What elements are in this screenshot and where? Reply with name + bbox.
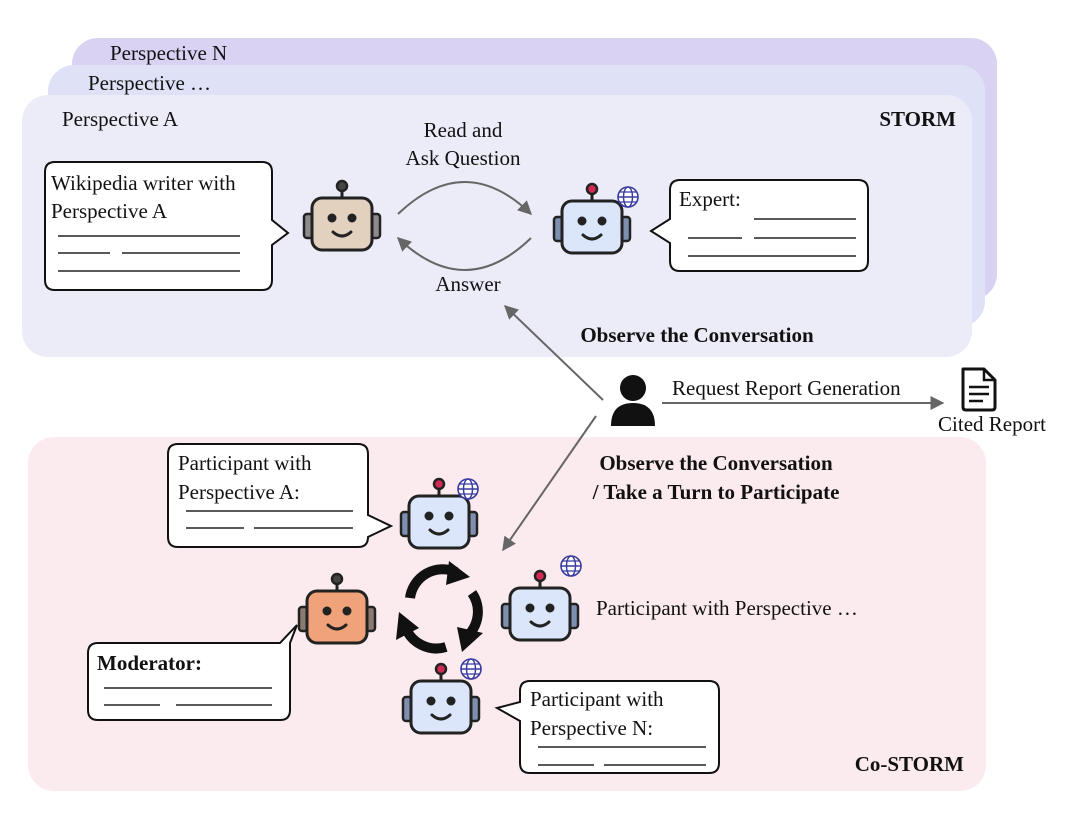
writer-bubble-placeholder-lines [58,235,240,272]
participant-mid-label: Participant with Perspective … [596,596,858,620]
storm-title: STORM [879,107,956,131]
moderator-label: Moderator: [97,651,202,675]
document-icon [961,367,997,412]
participant-mid-globe-icon [560,555,582,577]
cycle-arrowheads [396,561,483,652]
writer-bubble-line1: Wikipedia writer with [51,171,236,195]
answer-label: Answer [435,272,500,296]
participant-n-globe-icon [460,658,482,680]
ask-label-line2: Ask Question [406,146,521,170]
costorm-title: Co-STORM [855,752,964,776]
participant-n-line2: Perspective N: [530,716,653,740]
participant-n-placeholder-lines [538,746,706,766]
storm-panel-front [22,95,972,357]
participant-a-bubble [167,443,394,548]
participant-a-placeholder-lines [186,510,353,529]
writer-bubble-line2: Perspective A [51,199,168,223]
ask-label-line1: Read and [424,118,503,142]
perspective-mid-label: Perspective … [88,71,211,95]
observe-participate-line2: / Take a Turn to Participate [592,480,840,504]
user-to-storm-arrow [503,305,604,401]
user-to-costorm-arrow [502,415,597,552]
participant-n-bubble [494,680,720,774]
observe-participate-line1: Observe the Conversation [599,451,833,475]
moderator-placeholder-lines [104,687,272,706]
ask-question-arrow [397,181,533,215]
participant-a-line2: Perspective A: [178,480,300,504]
expert-globe-icon [617,186,639,208]
perspective-n-label: Perspective N [110,41,227,65]
observe-conversation-label: Observe the Conversation [580,323,814,347]
participant-n-line1: Participant with [530,687,664,711]
request-report-label: Request Report Generation [672,376,901,400]
cited-report-label: Cited Report [938,412,1046,436]
writer-bubble [44,161,290,291]
expert-bubble-line1: Expert: [679,187,741,211]
answer-arrow [396,237,532,271]
participant-a-globe-icon [457,478,479,500]
expert-bubble [649,179,869,272]
user-icon [611,375,655,426]
perspective-a-label: Perspective A [62,107,179,131]
participant-a-line1: Participant with [178,451,312,475]
moderator-bubble [87,624,298,721]
expert-bubble-placeholder-lines [688,218,856,257]
